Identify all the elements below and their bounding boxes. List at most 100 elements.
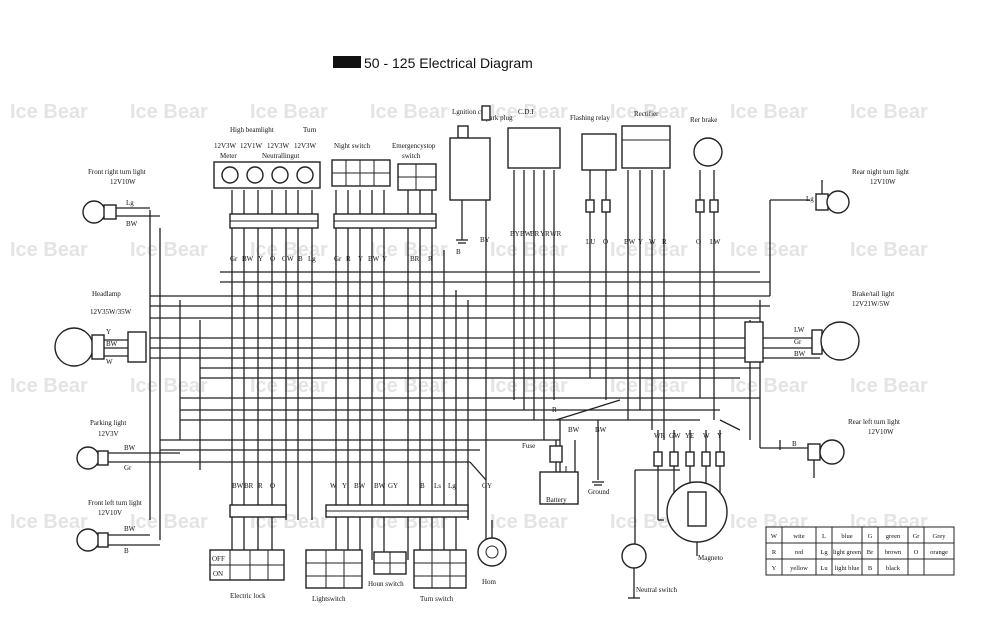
legend-cell (923, 558, 955, 576)
wire-code: LW (794, 326, 805, 334)
emergency-stop-label2: switch (402, 152, 421, 160)
parking-light: Parking light 12V3V BW Gr (76, 419, 180, 472)
watermark-text: Ice Bear (610, 375, 688, 397)
legend-color-name: brown (885, 549, 902, 556)
horn-icon (477, 537, 507, 567)
watermark-text: Ice Bear (10, 101, 88, 123)
magneto-label: Magneto (698, 554, 723, 562)
brake-tail-label: Brake/tail light (852, 290, 894, 298)
wire-code: Y (382, 255, 387, 263)
rear-brake-switch: Rer brake O LW (690, 116, 723, 246)
legend-color-name: red (795, 549, 804, 556)
legend-color-name: orange (930, 549, 948, 556)
wire-code: Lg (806, 195, 814, 203)
night-switch-label: Night switch (334, 142, 370, 150)
wire-code: W (703, 432, 710, 440)
legend-code: W (771, 533, 778, 540)
title-redaction (333, 56, 361, 68)
horn-label: Hom (482, 578, 497, 586)
parking-bulb-icon (76, 446, 100, 470)
wire-code: B (792, 440, 797, 448)
watermark-text: Ice Bear (490, 101, 568, 123)
emergency-stop-label: Emergencystop (392, 142, 436, 150)
meter-bulb-icon (271, 166, 289, 184)
legend-color-name: blue (841, 533, 852, 540)
wire-code: BW (368, 255, 380, 263)
wire-code: Gr (334, 255, 342, 263)
wire-code: B (420, 482, 425, 490)
wire-code: R (258, 482, 263, 490)
wire-code: GW (282, 255, 294, 263)
legend-code: O (914, 549, 919, 556)
rectifier-label: Rectifier (634, 110, 659, 118)
wire-code: BW (232, 482, 244, 490)
wire-code: GW (669, 432, 681, 440)
wire-code: Lg (126, 199, 134, 207)
wire-code: W (106, 358, 113, 366)
watermark-text: Ice Bear (370, 375, 448, 397)
watermark-text: Ice Bear (130, 239, 208, 261)
legend-code: Lu (820, 565, 828, 572)
wire-code: Gr (230, 255, 238, 263)
wire-code: YE (685, 432, 694, 440)
wire-code: W (649, 238, 656, 246)
watermark-text: Ice Bear (130, 375, 208, 397)
front-right-turn-rating: 12V10W (110, 178, 136, 186)
turn-switch: B Ls Lg GY Turn switch (413, 482, 492, 603)
watermark-text: Ice Bear (730, 375, 808, 397)
fuse-label: Fuse (522, 442, 535, 450)
legend-color-name: light green (833, 549, 862, 556)
wire-code: B (456, 248, 461, 256)
wire-code: BW (126, 220, 138, 228)
wire-code: W (330, 482, 337, 490)
neutral-switch: Neutral switch (621, 543, 678, 599)
horn-switch-label: Houn switch (368, 580, 404, 588)
watermark-text: Ice Bear (610, 239, 688, 261)
wire-code: BW (568, 426, 580, 434)
wire-code: BR (410, 255, 420, 263)
rear-left-turn-rating: 12V10W (868, 428, 894, 436)
wire-code: BW (374, 482, 386, 490)
wire-code: WR (654, 432, 666, 440)
cdi-label: C.D.I (518, 108, 534, 116)
front-left-turn-rating: 12V10V (98, 509, 122, 517)
neutral-indicator-label: Neutrallingut (262, 152, 299, 160)
wire-code: YR (540, 230, 550, 238)
legend-code: Br (867, 549, 874, 556)
lock-off-label: OFF (212, 555, 225, 563)
wire-code: O (603, 238, 608, 246)
wire-code: BW (124, 444, 136, 452)
lock-on-label: ON (213, 570, 223, 578)
wire-harness (149, 170, 820, 565)
harness-connectors (127, 213, 764, 518)
wire-code: BW (124, 525, 136, 533)
watermark-text: Ice Bear (490, 375, 568, 397)
front-right-turn-light: Front right turn light 12V10W Lg BW (82, 168, 160, 228)
flashing-relay-label: Flashing relay (570, 114, 610, 122)
wire-code: Y (717, 432, 722, 440)
wire-code: R (346, 255, 351, 263)
rear-brake-icon (693, 137, 723, 167)
rear-left-turn-light: Rear left turn light 12V10W B (792, 418, 900, 478)
legend-code: R (772, 549, 777, 556)
meter-label: Meter (220, 152, 237, 160)
watermark-text: Ice Bear (730, 239, 808, 261)
turn-label: Turn (303, 126, 317, 134)
wire-code: R (552, 406, 557, 414)
neutral-switch-label: Neutral switch (636, 586, 678, 594)
watermark-text: Ice Bear (250, 239, 328, 261)
watermark-text: Ice Bear (10, 375, 88, 397)
legend-color-name: Grey (933, 533, 947, 540)
power-supply: Fuse Battery Ground R BW BW (522, 406, 610, 505)
legend-color-name: light blue (835, 565, 860, 572)
meter-rating: 12V3W (214, 142, 237, 150)
meter-bulb-icon (296, 166, 314, 184)
high-beam-label: High beamlight (230, 126, 274, 134)
battery-label: Battery (546, 496, 567, 504)
wire-code: BW (520, 230, 532, 238)
legend-color-name: wite (793, 533, 804, 540)
watermark-text: Ice Bear (730, 101, 808, 123)
flashing-relay: Flashing relay LU O (570, 114, 617, 246)
night-switch: Night switch Gr R Y BW Y (331, 142, 391, 263)
